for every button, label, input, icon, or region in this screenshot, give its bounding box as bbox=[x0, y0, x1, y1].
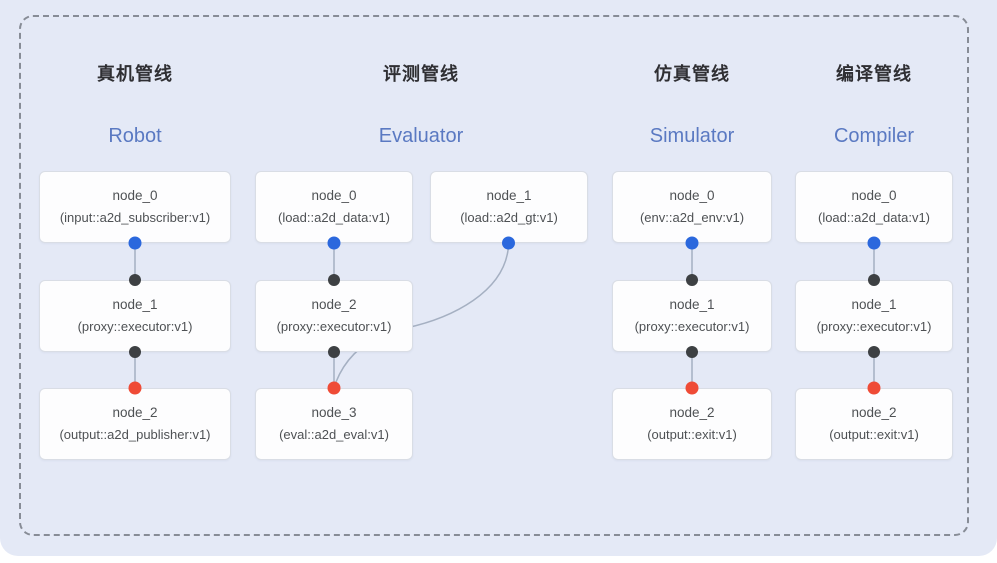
node-name: node_1 bbox=[669, 297, 715, 312]
node-box-compiler-node1: node_1 (proxy::executor:v1) bbox=[795, 280, 953, 352]
node-detail: (load::a2d_gt:v1) bbox=[460, 210, 558, 225]
node-name: node_0 bbox=[311, 188, 357, 203]
node-name: node_2 bbox=[851, 405, 897, 420]
node-box-evaluator-node0: node_0 (load::a2d_data:v1) bbox=[255, 171, 413, 243]
node-name: node_0 bbox=[112, 188, 158, 203]
node-detail: (proxy::executor:v1) bbox=[816, 319, 932, 334]
pipeline-title-zh-robot: 真机管线 bbox=[97, 64, 173, 84]
node-name: node_1 bbox=[486, 188, 532, 203]
pipeline-title-zh-compiler: 编译管线 bbox=[836, 64, 912, 84]
node-detail: (load::a2d_data:v1) bbox=[277, 210, 391, 225]
node-detail: (input::a2d_subscriber:v1) bbox=[59, 210, 211, 225]
pipeline-title-en-robot: Robot bbox=[108, 125, 162, 147]
node-name: node_2 bbox=[669, 405, 715, 420]
node-detail: (env::a2d_env:v1) bbox=[639, 210, 745, 225]
pipeline-title-en-compiler: Compiler bbox=[833, 125, 915, 147]
pipeline-title-en-evaluator: Evaluator bbox=[378, 125, 464, 147]
node-box-simulator-node2: node_2 (output::exit:v1) bbox=[612, 388, 772, 460]
node-detail: (proxy::executor:v1) bbox=[634, 319, 750, 334]
node-box-robot-node2: node_2 (output::a2d_publisher:v1) bbox=[39, 388, 231, 460]
node-name: node_1 bbox=[851, 297, 897, 312]
pipeline-title-en-simulator: Simulator bbox=[649, 125, 735, 147]
node-name: node_3 bbox=[311, 405, 357, 420]
node-detail: (proxy::executor:v1) bbox=[77, 319, 193, 334]
node-detail: (proxy::executor:v1) bbox=[276, 319, 392, 334]
node-box-robot-node1: node_1 (proxy::executor:v1) bbox=[39, 280, 231, 352]
node-box-evaluator-node3: node_3 (eval::a2d_eval:v1) bbox=[255, 388, 413, 460]
node-detail: (eval::a2d_eval:v1) bbox=[279, 427, 389, 442]
node-name: node_2 bbox=[311, 297, 357, 312]
pipeline-title-zh-simulator: 仿真管线 bbox=[654, 64, 730, 84]
node-box-compiler-node0: node_0 (load::a2d_data:v1) bbox=[795, 171, 953, 243]
node-box-compiler-node2: node_2 (output::exit:v1) bbox=[795, 388, 953, 460]
node-box-robot-node0: node_0 (input::a2d_subscriber:v1) bbox=[39, 171, 231, 243]
node-detail: (output::a2d_publisher:v1) bbox=[59, 427, 211, 442]
pipeline-title-zh-evaluator: 评测管线 bbox=[383, 64, 459, 84]
node-detail: (output::exit:v1) bbox=[829, 427, 919, 442]
node-name: node_0 bbox=[851, 188, 897, 203]
node-name: node_2 bbox=[112, 405, 158, 420]
node-detail: (load::a2d_data:v1) bbox=[817, 210, 931, 225]
node-box-simulator-node0: node_0 (env::a2d_env:v1) bbox=[612, 171, 772, 243]
dashed-border-frame bbox=[19, 15, 969, 536]
node-box-evaluator-node1: node_1 (load::a2d_gt:v1) bbox=[430, 171, 588, 243]
node-box-evaluator-node2: node_2 (proxy::executor:v1) bbox=[255, 280, 413, 352]
node-name: node_1 bbox=[112, 297, 158, 312]
node-box-simulator-node1: node_1 (proxy::executor:v1) bbox=[612, 280, 772, 352]
node-detail: (output::exit:v1) bbox=[647, 427, 737, 442]
node-name: node_0 bbox=[669, 188, 715, 203]
